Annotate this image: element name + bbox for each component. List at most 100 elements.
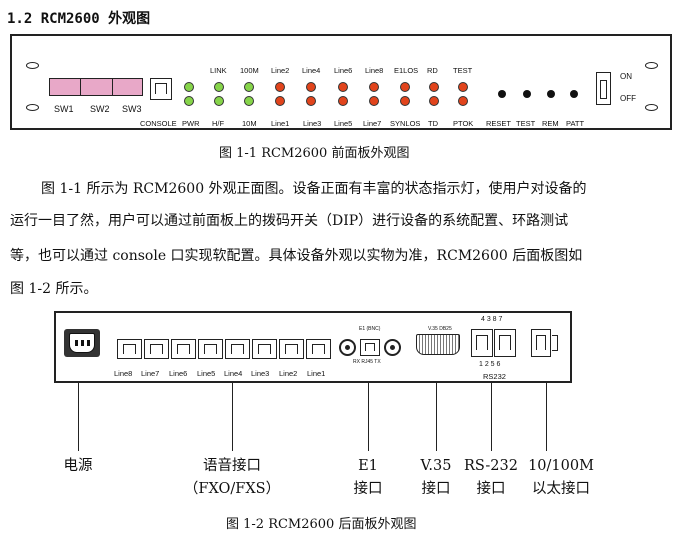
figure-caption: 图 1-1 RCM2600 前面板外观图	[219, 146, 410, 161]
led-label: PTOK	[453, 119, 474, 128]
ethernet-port[interactable]	[531, 329, 551, 357]
console-label: CONSOLE	[140, 119, 177, 128]
test-label: TEST	[516, 119, 536, 128]
v35-db25-port[interactable]	[416, 334, 460, 355]
led-indicator	[338, 96, 348, 106]
callout-text: 以太接口	[532, 481, 590, 497]
led-label: 10M	[242, 119, 257, 128]
led-indicator	[458, 96, 468, 106]
callout-e1: E1 接口	[338, 455, 398, 501]
voice-port-label: Line2	[279, 369, 298, 378]
voice-port-line4[interactable]	[225, 339, 250, 359]
led-label: Line5	[334, 119, 353, 128]
led-label: LINK	[210, 66, 227, 75]
figure-caption: 图 1-2 RCM2600 后面板外观图	[226, 517, 417, 532]
paragraph-line: 等，也可以通过 console 口实现软配置。具体设备外观以实物为准，RCM26…	[10, 248, 583, 264]
callout-text: （FXO/FXS）	[183, 481, 281, 497]
voice-port-label: Line4	[224, 369, 243, 378]
patt-label: PATT	[566, 119, 585, 128]
bnc-tx-connector[interactable]	[384, 339, 401, 356]
callout-power: 电源	[38, 455, 118, 478]
switch-label-sw2: SW2	[90, 104, 110, 114]
rear-panel: Line8 Line7 Line6 Line5 Line4 Line3 Line…	[54, 311, 572, 383]
voice-port-label: Line7	[141, 369, 160, 378]
led-indicator	[429, 82, 439, 92]
led-label: E1LOS	[394, 66, 419, 75]
v35-label: V.35 DB25	[428, 326, 452, 332]
power-inlet	[64, 329, 100, 357]
led-indicator	[369, 82, 379, 92]
mount-hole-icon	[26, 62, 39, 69]
voice-port-line2[interactable]	[279, 339, 304, 359]
led-label: RD	[427, 66, 438, 75]
switch-label-sw3: SW3	[122, 104, 142, 114]
callout-text: RS-232	[464, 458, 518, 474]
callout-text: 接口	[353, 481, 383, 497]
power-pin	[81, 340, 84, 346]
led-label: Line6	[334, 66, 353, 75]
power-switch[interactable]	[596, 72, 611, 105]
rs232-label: RS232	[483, 372, 506, 381]
voice-port-label: Line5	[197, 369, 216, 378]
bnc-rx-connector[interactable]	[339, 339, 356, 356]
voice-port-line8[interactable]	[117, 339, 142, 359]
patt-button[interactable]	[570, 90, 578, 98]
led-indicator	[369, 96, 379, 106]
reset-button[interactable]	[498, 90, 506, 98]
voice-port-line6[interactable]	[171, 339, 196, 359]
led-label: TEST	[453, 66, 473, 75]
power-on-label: ON	[620, 72, 632, 81]
callout-line	[491, 383, 492, 451]
led-indicator	[400, 96, 410, 106]
rs232-port-left[interactable]	[471, 329, 493, 357]
voice-port-label: Line6	[169, 369, 188, 378]
mount-hole-icon	[645, 104, 658, 111]
led-indicator	[429, 96, 439, 106]
dip-divider	[80, 79, 81, 95]
callout-text: 接口	[421, 481, 451, 497]
power-pin	[87, 340, 90, 346]
callout-text: 10/100M	[528, 458, 594, 474]
voice-port-line5[interactable]	[198, 339, 223, 359]
led-label: SYNLOS	[390, 119, 421, 128]
mount-hole-icon	[26, 104, 39, 111]
voice-port-line7[interactable]	[144, 339, 169, 359]
led-label: TD	[428, 119, 438, 128]
led-indicator	[458, 82, 468, 92]
voice-port-label: Line1	[307, 369, 326, 378]
dip-switch-block[interactable]	[49, 78, 143, 96]
led-indicator	[184, 82, 194, 92]
led-indicator	[275, 96, 285, 106]
e1-rj45-port[interactable]	[360, 339, 380, 356]
led-label: 100M	[240, 66, 259, 75]
voice-port-line3[interactable]	[252, 339, 277, 359]
power-pin	[75, 340, 78, 346]
voice-port-line1[interactable]	[306, 339, 331, 359]
led-label: Line4	[302, 66, 321, 75]
led-indicator	[338, 82, 348, 92]
led-indicator	[244, 96, 254, 106]
rem-button[interactable]	[547, 90, 555, 98]
callout-text: 接口	[476, 481, 506, 497]
power-off-label: OFF	[620, 94, 636, 103]
e1-label: E1 (BNC)	[359, 326, 381, 332]
voice-port-label: Line3	[251, 369, 270, 378]
paragraph-line: 图 1-1 所示为 RCM2600 外观正面图。设备正面有丰富的状态指示灯，使用…	[41, 181, 587, 197]
front-panel: SW1 SW2 SW3 CONSOLE PWR LINK H/F 100M 10…	[10, 34, 672, 130]
callout-line	[232, 383, 233, 451]
callout-text: E1	[358, 458, 378, 474]
mount-hole-icon	[645, 62, 658, 69]
test-button[interactable]	[523, 90, 531, 98]
led-label: Line8	[365, 66, 384, 75]
rs232-port-right[interactable]	[494, 329, 516, 357]
led-label: PWR	[182, 119, 200, 128]
led-label: Line1	[271, 119, 290, 128]
callout-line	[368, 383, 369, 451]
led-indicator	[184, 96, 194, 106]
reset-label: RESET	[486, 119, 512, 128]
led-indicator	[214, 96, 224, 106]
callout-text: 电源	[63, 458, 93, 474]
rs232-pin-label-bottom: 1 2 5 6	[479, 361, 501, 368]
paragraph-line: 运行一目了然，用户可以通过前面板上的拨码开关（DIP）进行设备的系统配置、环路测…	[10, 213, 569, 229]
console-port[interactable]	[150, 78, 172, 100]
